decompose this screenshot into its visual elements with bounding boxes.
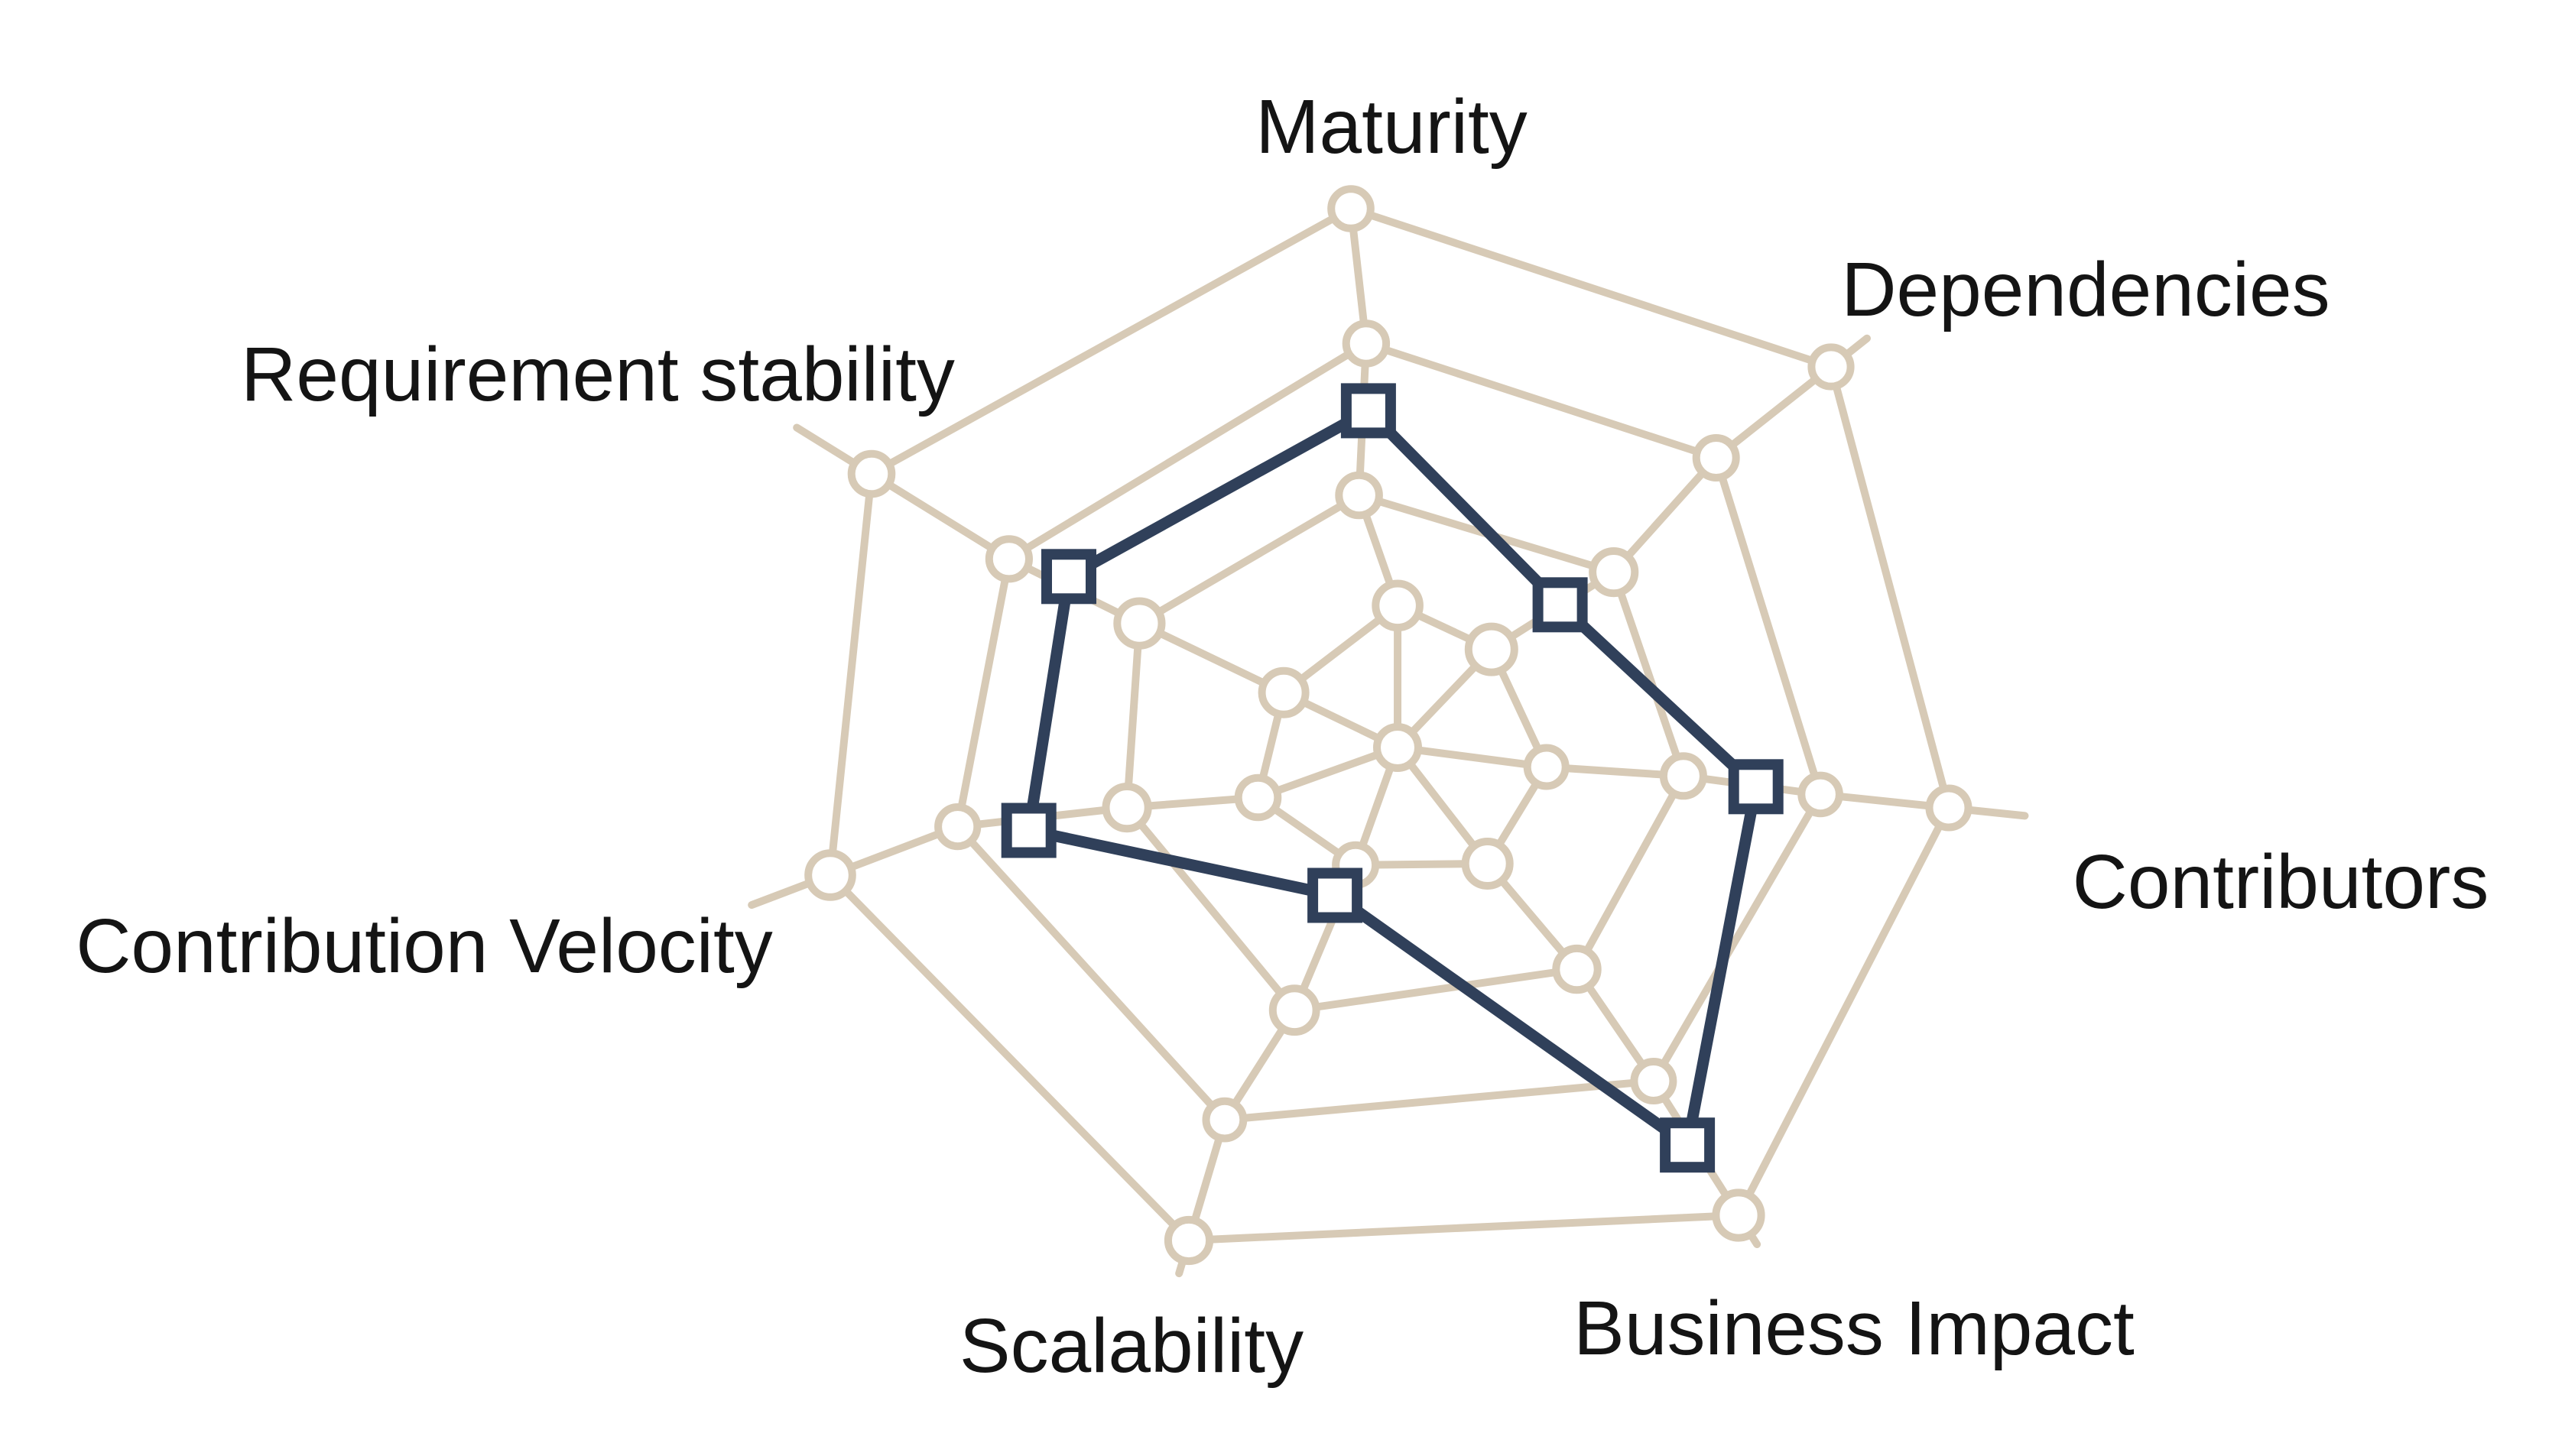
grid-ring-2 [1123, 491, 1687, 1014]
grid-ring-marker [1113, 597, 1166, 650]
grid-ring-marker [1335, 471, 1383, 520]
grid-ring-marker [1234, 773, 1282, 822]
grid-ring-marker [1464, 622, 1518, 676]
grid-ring-marker [1552, 944, 1602, 994]
axis-label-scalability: Scalability [959, 1303, 1304, 1389]
axis-label-contributors: Contributors [2073, 839, 2489, 925]
grid-ring-marker [847, 449, 896, 498]
axis-label-dependencies: Dependencies [1841, 247, 2330, 332]
data-point-marker-3 [1660, 1117, 1716, 1173]
grid-ring-marker [1659, 752, 1707, 800]
grid-ring-marker [1712, 1188, 1765, 1242]
data-point-marker-5 [1001, 803, 1057, 858]
grid-ring-marker [1258, 666, 1310, 718]
axis-label-requirement-stability: Requirement stability [241, 332, 955, 417]
grid-ring-3 [953, 339, 1825, 1124]
axis-label-contribution-velocity: Contribution Velocity [76, 903, 773, 989]
grid-ring-marker [1630, 1058, 1677, 1104]
grid-ring-marker [804, 849, 856, 901]
data-point-marker-2 [1728, 759, 1784, 815]
grid-ring-marker [1807, 343, 1855, 391]
grid-ring-marker [985, 535, 1034, 583]
grid-ring-marker [1523, 744, 1570, 790]
grid-center-marker [1373, 723, 1422, 772]
grid-ring-marker [1797, 771, 1843, 818]
grid-ring-marker [1589, 547, 1639, 598]
grid-ring-marker [1164, 1215, 1214, 1266]
grid-ring-marker [1102, 783, 1152, 833]
grid-ring-marker [1692, 434, 1740, 482]
data-point-markers [1001, 383, 1784, 1173]
grid-ring-marker [1327, 185, 1375, 232]
data-point-marker-6 [1041, 549, 1096, 605]
grid-ring-4 [826, 205, 1953, 1244]
grid-ring-marker [934, 803, 982, 851]
grid-tick-markers [804, 185, 1972, 1266]
grid-ring-marker [1342, 319, 1391, 368]
data-polygon [1023, 404, 1762, 1151]
grid-ring-marker [1461, 838, 1514, 890]
data-point-marker-1 [1532, 577, 1588, 633]
data-point-marker-4 [1307, 867, 1363, 923]
grid-ring-marker [1268, 984, 1320, 1036]
grid-ring-marker [1372, 579, 1424, 632]
axis-label-business-impact: Business Impact [1573, 1286, 2135, 1371]
grid-spoke-1 [1394, 334, 1871, 751]
chart-layers [748, 185, 2029, 1278]
grid-ring-marker [1925, 784, 1972, 832]
data-point-marker-0 [1340, 383, 1396, 439]
grid-ring-marker [1202, 1097, 1248, 1143]
axis-label-maturity: Maturity [1255, 84, 1528, 170]
